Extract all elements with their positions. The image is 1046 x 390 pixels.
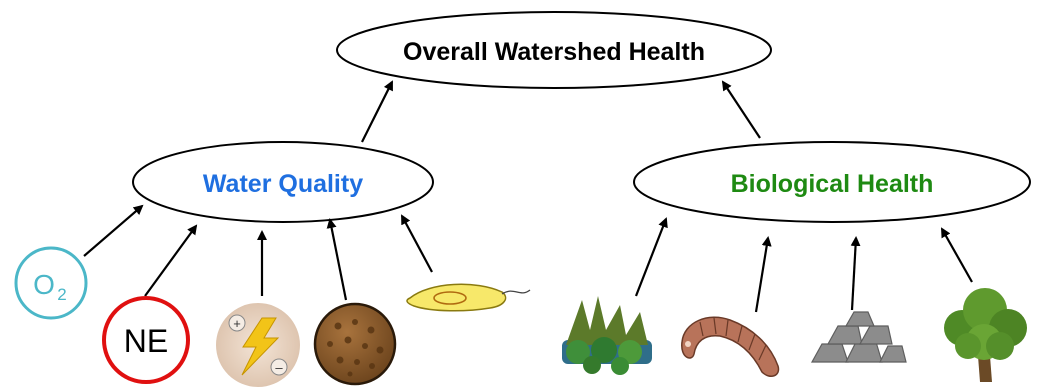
rocks-icon: [812, 312, 906, 362]
tree-icon: [944, 288, 1027, 382]
oxygen-icon: O 2: [16, 248, 86, 318]
arrow-bacteria: [402, 216, 432, 272]
sediment-icon: [315, 304, 395, 384]
ne-icon: NE: [104, 298, 188, 382]
plants-icon: [562, 296, 652, 375]
arrow-plants: [636, 219, 666, 296]
arrow-water-to-root: [362, 82, 392, 142]
arrow-oxygen: [84, 206, 142, 256]
ne-label: NE: [124, 323, 168, 359]
arrow-sediment: [330, 220, 346, 300]
conductivity-icon: + –: [216, 303, 300, 387]
node-water-quality: Water Quality: [133, 142, 433, 222]
plus-sign: +: [233, 316, 241, 331]
oxygen-symbol: O: [33, 269, 55, 300]
minus-sign: –: [275, 360, 283, 375]
node-overall-watershed-health: Overall Watershed Health: [337, 12, 771, 88]
arrow-rocks: [852, 238, 856, 310]
node-label-root: Overall Watershed Health: [403, 38, 705, 66]
bacteria-icon: [407, 284, 530, 311]
oxygen-subscript: 2: [57, 285, 66, 304]
node-label-water-quality: Water Quality: [203, 170, 363, 198]
arrow-tree: [942, 229, 972, 282]
arrow-bio-to-root: [723, 82, 760, 138]
arrow-worm: [756, 238, 768, 312]
arrow-ne: [145, 226, 196, 296]
node-biological-health: Biological Health: [634, 142, 1030, 222]
larva-icon: [682, 317, 779, 376]
node-label-biological-health: Biological Health: [731, 170, 934, 198]
